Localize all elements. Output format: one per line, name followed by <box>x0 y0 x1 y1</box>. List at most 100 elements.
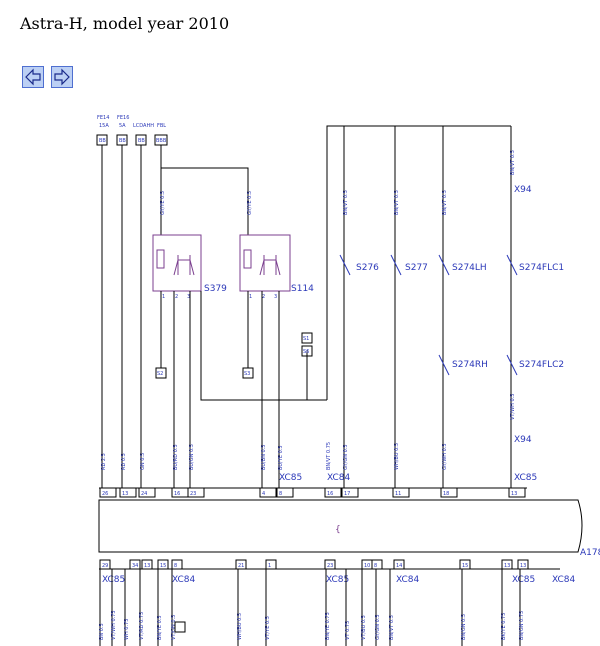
fuse-box-label: BB <box>138 138 145 144</box>
svg-text:2: 2 <box>175 294 178 300</box>
bottom-pin-label: 15 <box>160 563 166 569</box>
switch-feed <box>326 125 512 488</box>
svg-text:VT/WH 0.5: VT/WH 0.5 <box>510 394 516 420</box>
xc85-mid-label: XC85 <box>279 473 302 483</box>
bus-pin-label: 16 <box>174 491 180 497</box>
fuse-box-label: BBB <box>156 138 167 144</box>
relay-s114: S114 1 2 3 <box>239 234 314 300</box>
relay-output-wires <box>160 291 327 488</box>
fuse-label: LCDAHH <box>133 123 154 129</box>
svg-text:3: 3 <box>187 294 190 300</box>
arrow-right-icon <box>54 68 70 86</box>
fuse-box-label: BB <box>99 138 106 144</box>
s274lh-label: S274LH <box>452 263 487 273</box>
bottom-wire-label: BN/YE 0.5 <box>157 615 163 640</box>
bus-pin-label: 13 <box>511 491 517 497</box>
svg-text:GY/YE 0.5: GY/YE 0.5 <box>247 191 253 215</box>
svg-text:3: 3 <box>274 294 277 300</box>
bus-pin-label: 23 <box>190 491 196 497</box>
bus-pin-label: 8 <box>279 491 282 497</box>
arrow-left-icon <box>25 68 41 86</box>
bottom-pin-label: 13 <box>144 563 150 569</box>
svg-text:RD 0.5: RD 0.5 <box>121 453 127 470</box>
bottom-pin-label: 29 <box>102 563 108 569</box>
svg-text:BN/VT 0.75: BN/VT 0.75 <box>326 442 332 470</box>
bottom-wire-label: VT/RD 0.75 <box>139 612 145 640</box>
fuse-boxes: BB BB BB BBB <box>96 134 168 146</box>
bus-pin-label: 4 <box>262 491 265 497</box>
svg-text:BN/VT 0.5: BN/VT 0.5 <box>343 190 349 215</box>
wire-labels: GY/YE 0.5 GY/YE 0.5 BN/VT 0.5 BN/VT 0.5 … <box>101 150 516 470</box>
svg-text:GY/WH 0.5: GY/WH 0.5 <box>442 443 448 470</box>
fuse-labels: FE14 15A FE16 5A LCDAHH FBL <box>97 115 166 129</box>
svg-text:BN/VT 0.5: BN/VT 0.5 <box>394 190 400 215</box>
svg-text:BN/VT 0.5: BN/VT 0.5 <box>510 150 516 175</box>
bottom-wire-label: VT 0.75 <box>345 621 351 640</box>
xc84-mid-label: XC84 <box>327 473 351 483</box>
fuse-label: FE14 <box>97 115 109 121</box>
svg-text:XC85: XC85 <box>512 575 535 585</box>
next-page-button[interactable] <box>51 66 73 88</box>
bottom-wire-label: BN/YE 0.75 <box>325 612 331 640</box>
svg-text:BU/RD 0.5: BU/RD 0.5 <box>173 444 179 470</box>
svg-text:1: 1 <box>249 294 252 300</box>
fuse-rating: 15A <box>99 123 109 129</box>
bus-pin-label: 24 <box>141 491 147 497</box>
svg-text:BU/BN 0.5: BU/BN 0.5 <box>261 445 267 471</box>
x94-top-label: X94 <box>514 185 532 195</box>
svg-text:1: 1 <box>162 294 165 300</box>
page-title: Astra-H, model year 2010 <box>20 14 230 33</box>
bottom-connectors: XC85 XC84 XC85 XC84 XC85 XC84 <box>102 575 576 585</box>
svg-text:S3: S3 <box>244 371 250 377</box>
bottom-pin-label: 10 <box>364 563 370 569</box>
bus-pin-label: 17 <box>344 491 350 497</box>
bottom-wire-label: BK/YE 0.75 <box>501 613 507 640</box>
bottom-pin-label: 14 <box>396 563 402 569</box>
bottom-pin-label: 13 <box>520 563 526 569</box>
x94-bottom-label: X94 <box>514 435 532 445</box>
s277-label: S277 <box>405 263 428 273</box>
svg-text:BU/YE 0.5: BU/YE 0.5 <box>278 445 284 470</box>
switches: S276 S277 S274LH S274RH S274FLC1 S274FLC… <box>339 185 564 445</box>
s274rh-label: S274RH <box>452 360 488 370</box>
bus-pin-label: 26 <box>102 491 108 497</box>
bottom-pin-label: 23 <box>327 563 333 569</box>
svg-text:XC84: XC84 <box>396 575 420 585</box>
svg-text:GY/YE 0.5: GY/YE 0.5 <box>160 191 166 215</box>
bottom-wire-label: VT/YE 0.5 <box>265 616 271 640</box>
fuse-box-label: BB <box>119 138 126 144</box>
ground-boxes: S2 S3 S1 S6 <box>155 332 313 379</box>
svg-text:XC84: XC84 <box>172 575 196 585</box>
s114-label: S114 <box>291 284 314 294</box>
s274flc1-label: S274FLC1 <box>519 263 564 273</box>
bottom-pin-label: 1 <box>268 563 271 569</box>
bus-pin-label: 16 <box>327 491 333 497</box>
bottom-wire-label: WH 0.75 <box>124 619 130 640</box>
svg-text:XC85: XC85 <box>102 575 125 585</box>
svg-text:GY/GN 0.5: GY/GN 0.5 <box>343 444 349 470</box>
bottom-wire-label: BN/VT 0.5 <box>389 615 395 640</box>
bottom-pin-label: 21 <box>238 563 244 569</box>
svg-text:WH/BU 0.5: WH/BU 0.5 <box>394 443 400 470</box>
bottom-wire-label: BN/GN 0.5 <box>461 614 467 640</box>
s276-label: S276 <box>356 263 379 273</box>
svg-text:2: 2 <box>262 294 265 300</box>
bus-pin-label: 11 <box>395 491 401 497</box>
bottom-pin-label: 8 <box>374 563 377 569</box>
bottom-wire-label: VT/WH 0.75 <box>111 610 117 640</box>
bottom-wire-label: GY/GN 0.5 <box>375 614 381 640</box>
previous-page-button[interactable] <box>22 66 44 88</box>
svg-text:GN 0.5: GN 0.5 <box>140 453 146 470</box>
svg-text:XC85: XC85 <box>326 575 349 585</box>
relay-s379: S379 1 2 3 <box>152 234 227 300</box>
fuse-label: FBL <box>157 123 166 129</box>
bus-pin-label: 13 <box>122 491 128 497</box>
bottom-wire-label: WH/BU 0.5 <box>237 613 243 640</box>
svg-text:S2: S2 <box>157 371 163 377</box>
bottom-pin-label: 15 <box>462 563 468 569</box>
bottom-wire-label: VT/GN 0.5 <box>171 615 177 640</box>
